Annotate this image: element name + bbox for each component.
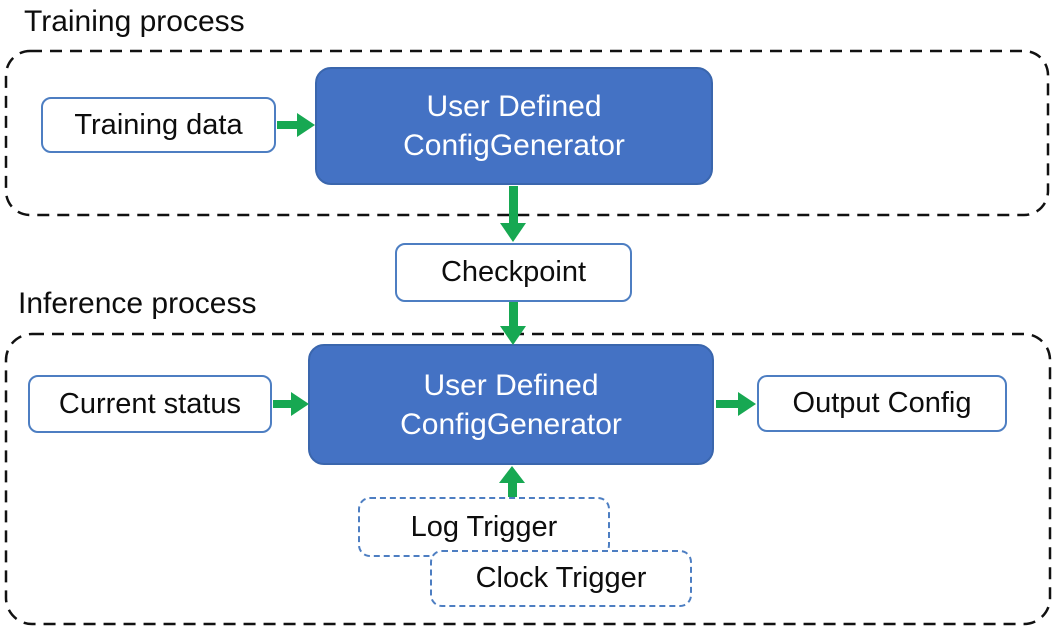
training-config-generator-box: User Defined ConfigGenerator: [315, 67, 713, 185]
checkpoint-box: Checkpoint: [395, 243, 632, 302]
inference-process-label: Inference process: [18, 287, 257, 320]
arrow-training-data-to-generator-icon: [277, 113, 315, 137]
arrow-generator-to-checkpoint-icon: [500, 186, 526, 242]
generator-label-line2: ConfigGenerator: [403, 129, 625, 162]
output-config-label: Output Config: [792, 387, 972, 419]
generator-label-line2: ConfigGenerator: [400, 407, 622, 441]
inference-config-generator-box: User Defined ConfigGenerator: [308, 344, 714, 465]
arrow-head: [500, 223, 526, 242]
arrow-triggers-to-generator-icon: [499, 466, 525, 497]
training-process-container: [4, 49, 1050, 217]
training-data-box: Training data: [41, 97, 276, 153]
arrow-stem: [508, 186, 518, 223]
arrow-head: [291, 392, 309, 416]
output-config-box: Output Config: [757, 375, 1007, 432]
arrow-stem: [716, 400, 738, 408]
inference-process-container: [4, 332, 1052, 626]
training-data-label: Training data: [74, 108, 243, 141]
arrow-stem: [273, 400, 291, 408]
arrow-generator-to-output-config-icon: [716, 392, 756, 416]
arrow-head: [500, 326, 526, 345]
arrow-head: [297, 113, 315, 137]
log-trigger-box: Log Trigger: [358, 497, 610, 557]
arrow-head: [499, 466, 525, 483]
checkpoint-label: Checkpoint: [440, 256, 587, 288]
generator-label-line1: User Defined: [423, 368, 599, 402]
clock-trigger-box: Clock Trigger: [430, 550, 692, 607]
arrow-checkpoint-to-inference-generator-icon: [500, 302, 526, 345]
clock-trigger-label: Clock Trigger: [475, 562, 647, 594]
arrow-current-status-to-generator-icon: [273, 392, 309, 416]
current-status-box: Current status: [28, 375, 272, 433]
current-status-label: Current status: [58, 387, 242, 420]
arrow-stem: [507, 483, 517, 497]
generator-label-line1: User Defined: [426, 90, 602, 123]
arrow-stem: [508, 302, 518, 326]
arrow-stem: [277, 121, 297, 129]
arrow-head: [738, 392, 756, 416]
log-trigger-label: Log Trigger: [410, 510, 558, 543]
training-process-label: Training process: [24, 5, 245, 38]
